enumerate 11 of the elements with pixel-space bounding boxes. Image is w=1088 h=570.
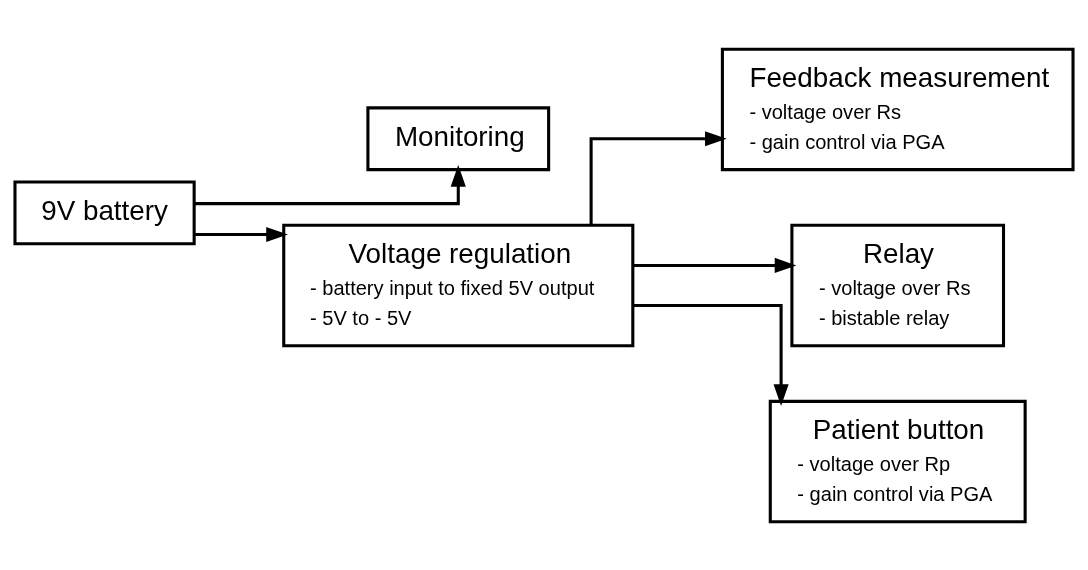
node-box: Voltage regulation - battery input to fixed 5V output - 5V to - 5V [282,223,635,347]
node-box: 9V battery [13,179,196,245]
node-box: Patient button - voltage over Rp - gain control via PGA [768,399,1027,523]
arrow [589,130,727,225]
node-box: Relay - voltage over Rs - bistable relay [790,223,1006,347]
node-box: Monitoring [366,105,551,171]
node-box: Feedback measurement - voltage over Rs - gain control via PGA [720,47,1075,171]
arrow [632,303,789,406]
arrow [194,226,288,242]
arrow [194,164,466,205]
arrow [633,257,797,273]
